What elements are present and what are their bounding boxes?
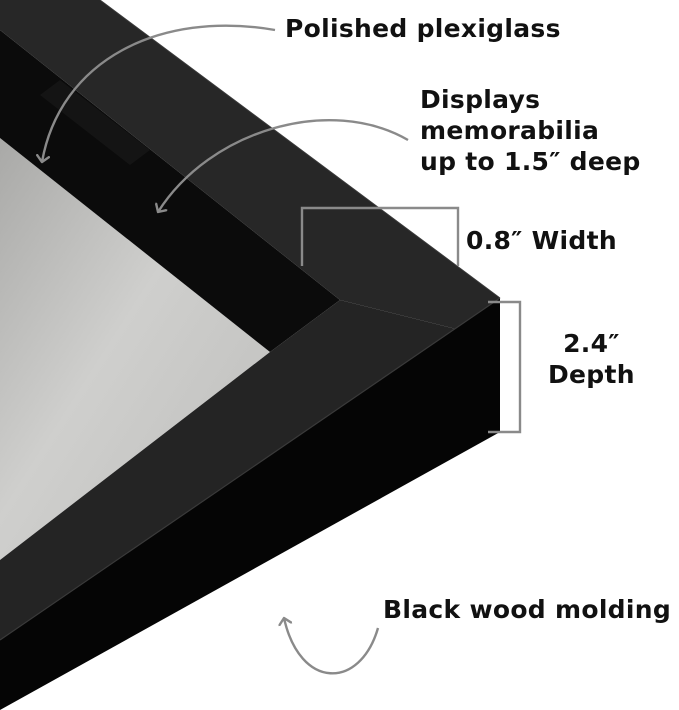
displays-label-line-1: Displays — [420, 85, 541, 114]
depth-label-value: 2.4″ — [563, 329, 620, 358]
depth-bracket — [488, 300, 522, 434]
depth-label: 2.4″ Depth — [548, 328, 635, 390]
molding-label: Black wood molding — [383, 595, 672, 624]
plexiglass-reflection — [40, 80, 150, 165]
width-label: 0.8″ Width — [466, 226, 617, 255]
plexiglass-label: Polished plexiglass — [285, 14, 561, 43]
frame-top-edge — [99, 0, 501, 299]
frame-front-top — [0, 0, 500, 330]
frame-edge-highlight — [0, 297, 501, 641]
displays-label-line-2: memorabilia — [420, 116, 600, 145]
displays-arrow — [158, 119, 409, 212]
molding-arrow — [284, 618, 380, 675]
frame-side-face — [0, 298, 500, 710]
displays-label: Displays memorabilia up to 1.5″ deep — [420, 84, 641, 177]
depth-label-word: Depth — [548, 360, 635, 389]
displays-label-line-3: up to 1.5″ deep — [420, 147, 641, 176]
width-bracket — [300, 206, 460, 266]
backing-board — [0, 138, 270, 560]
plexiglass-arrow — [42, 24, 276, 162]
